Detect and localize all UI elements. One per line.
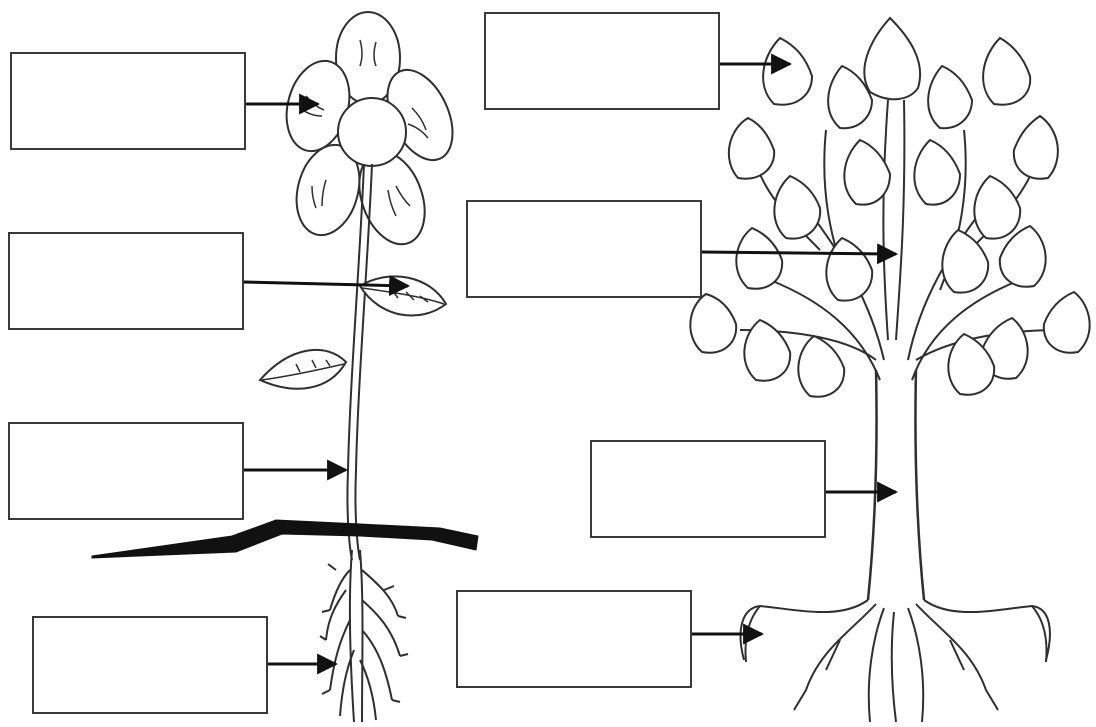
tree-roots <box>741 600 1050 722</box>
tree-label-box-3[interactable] <box>590 440 826 538</box>
flower-center <box>338 98 406 166</box>
flower-stem <box>347 164 372 560</box>
ground-line <box>92 520 478 558</box>
flower-roots <box>320 550 408 722</box>
flower-label-box-4[interactable] <box>32 616 268 714</box>
flower-drawing <box>260 12 466 722</box>
flower-leaf-right <box>360 276 446 315</box>
tree-trunk <box>868 370 924 600</box>
tree-label-box-2[interactable] <box>466 200 702 298</box>
flower-label-box-2[interactable] <box>8 232 244 330</box>
arrow-to-branch <box>702 252 896 254</box>
tree-label-box-4[interactable] <box>456 590 692 688</box>
tree-drawing <box>690 18 1089 722</box>
flower-label-box-3[interactable] <box>8 422 244 520</box>
flower-label-box-1[interactable] <box>10 52 246 150</box>
flower-leaf-left <box>260 350 346 389</box>
tree-label-box-1[interactable] <box>484 12 720 110</box>
tree-leaves <box>690 18 1089 397</box>
